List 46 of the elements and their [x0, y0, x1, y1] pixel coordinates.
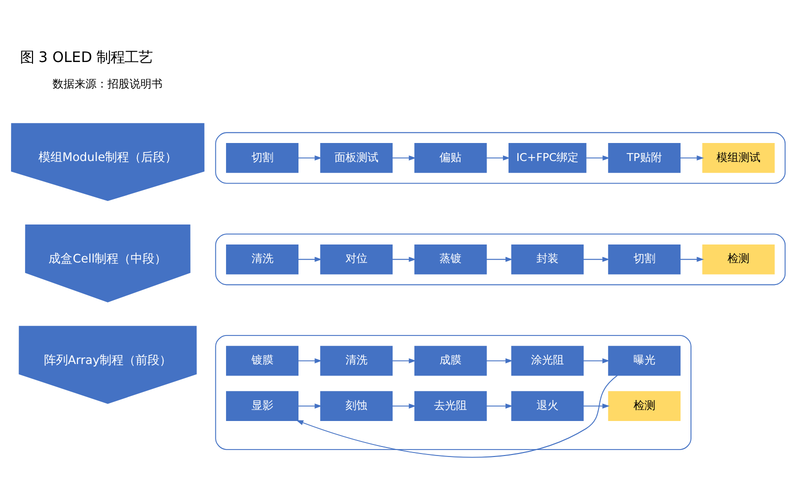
node-box: 蒸镀 [414, 244, 487, 274]
cluster [215, 234, 786, 286]
node-box: 清洗 [226, 244, 298, 274]
arrow [586, 155, 610, 161]
node-box: 曝光 [608, 346, 681, 376]
node-box: 面板测试 [320, 143, 393, 173]
node-box: 对位 [320, 244, 393, 274]
node-box: 成膜 [414, 346, 487, 376]
arrow [392, 358, 416, 364]
node-box: 切割 [608, 244, 681, 274]
node-box: 偏贴 [414, 143, 487, 173]
arrow [582, 256, 610, 262]
node-box: 镀膜 [226, 346, 298, 376]
arrow [486, 404, 513, 409]
node-box: 退火 [511, 391, 584, 421]
arrow [298, 155, 322, 161]
node-box: 显影 [226, 391, 298, 421]
arrow [392, 404, 416, 409]
arrow [680, 256, 704, 262]
node-box: 刻蚀 [320, 391, 393, 421]
arrow [582, 404, 610, 409]
node-box: 检测 [608, 391, 681, 421]
arrow [486, 256, 513, 262]
arrow [296, 374, 618, 458]
arrow [298, 404, 322, 409]
arrow [392, 155, 416, 161]
diagram-title: 图 3 OLED 制程工艺 [20, 50, 153, 66]
node-box: TP贴附 [608, 143, 681, 173]
node-box: 切割 [226, 143, 298, 173]
node-box: 清洗 [320, 346, 393, 376]
arrow [486, 358, 513, 364]
arrow [298, 358, 322, 364]
cluster [215, 132, 786, 184]
node-box: 检测 [702, 244, 775, 274]
node-box: IC+FPC绑定 [508, 143, 586, 173]
node-box: 封装 [511, 244, 584, 274]
arrow [392, 256, 416, 262]
caption: 数据来源：招股说明书 [52, 77, 163, 90]
node-box: 涂光阻 [511, 346, 584, 376]
node-box: 去光阻 [414, 391, 487, 421]
cluster [215, 334, 692, 450]
arrow [486, 155, 510, 161]
arrow [680, 155, 704, 161]
arrow [298, 256, 322, 262]
node-box: 模组测试 [702, 143, 775, 173]
arrow [582, 358, 610, 364]
